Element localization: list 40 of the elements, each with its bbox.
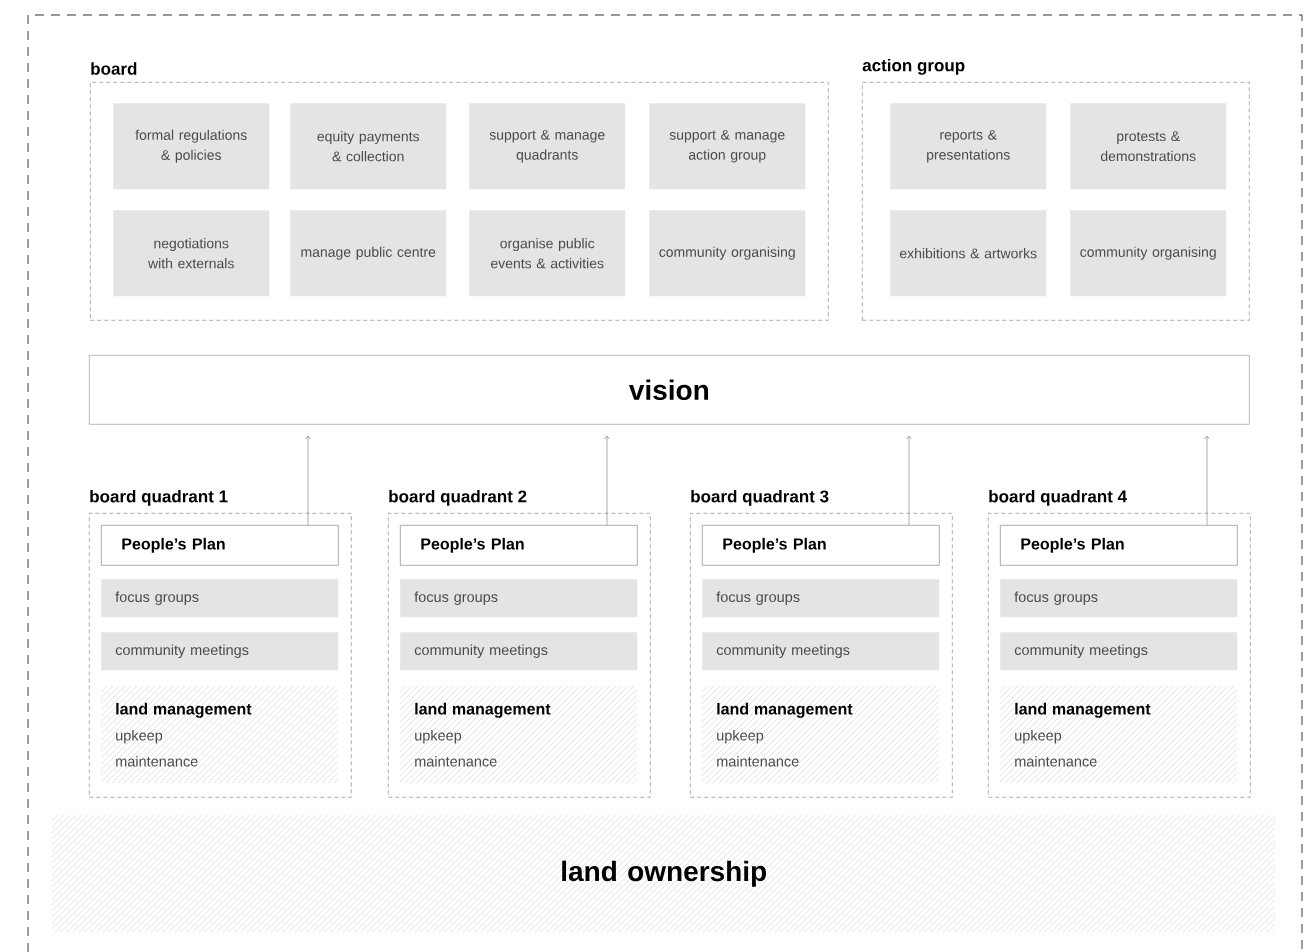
plan-box: People’s Plan: [1000, 525, 1238, 566]
activity-box: formal regulations & policies: [113, 103, 270, 190]
activity-row: focus groups: [101, 579, 339, 618]
activity-box: support & manage quadrants: [469, 103, 626, 190]
activity-box: support & manage action group: [649, 103, 806, 190]
node-label: action group: [862, 58, 965, 75]
activity-box: exhibitions & artworks: [890, 210, 1047, 297]
activity-box: manage public centre: [290, 210, 447, 297]
node-label: board quadrant 1: [90, 489, 228, 506]
activity-box: community organising: [1070, 210, 1227, 297]
activity-box: equity payments & collection: [290, 103, 447, 190]
hatched-box: land management upkeep maintenance: [400, 686, 637, 783]
hatched-box: land management upkeep maintenance: [1000, 686, 1237, 783]
activity-row: focus groups: [400, 579, 638, 618]
plan-box: People’s Plan: [101, 525, 339, 566]
activity-row: focus groups: [702, 579, 940, 618]
arrow: [305, 435, 311, 526]
activity-box: reports & presentations: [890, 103, 1047, 190]
hatched-band: land ownership: [52, 815, 1275, 932]
arrow: [604, 435, 610, 526]
node-label: board quadrant 4: [989, 489, 1127, 506]
activity-row: community meetings: [1000, 632, 1238, 671]
arrow: [1204, 435, 1210, 526]
activity-box: negotiations with externals: [113, 210, 270, 297]
arrow: [906, 435, 912, 526]
hatched-box: land management upkeep maintenance: [101, 686, 338, 783]
activity-row: community meetings: [702, 632, 940, 671]
activity-row: community meetings: [400, 632, 638, 671]
node-label: board quadrant 2: [389, 489, 527, 506]
plan-box: People’s Plan: [702, 525, 940, 566]
vision-banner: vision: [89, 355, 1250, 425]
activity-box: protests & demonstrations: [1070, 103, 1227, 190]
hatched-box: land management upkeep maintenance: [702, 686, 939, 783]
node-label: board: [91, 62, 137, 75]
activity-row: focus groups: [1000, 579, 1238, 618]
activity-box: organise public events & activities: [469, 210, 626, 297]
plan-box: People’s Plan: [400, 525, 638, 566]
node-label: board quadrant 3: [691, 489, 829, 506]
activity-row: community meetings: [101, 632, 339, 671]
activity-box: community organising: [649, 210, 806, 297]
